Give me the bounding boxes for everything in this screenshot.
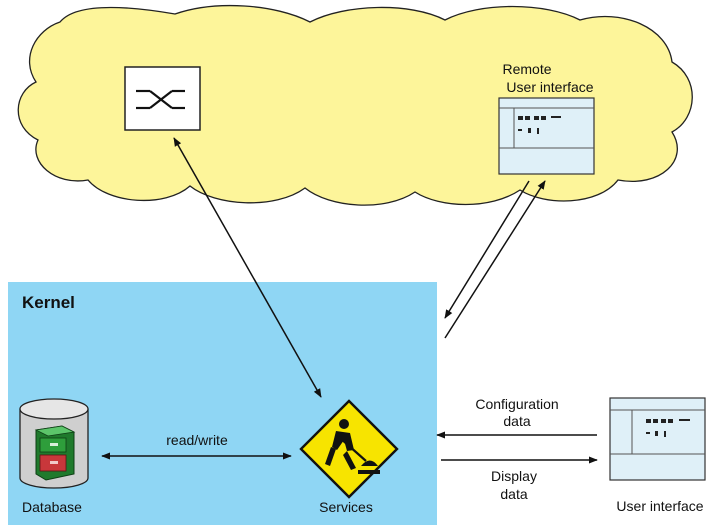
services-label: Services [319, 499, 373, 515]
remote-to-kernel-arrow [444, 180, 530, 319]
configuration-data-label-line2: data [503, 413, 530, 429]
database-label: Database [22, 499, 82, 515]
switch-services-arrow [173, 137, 322, 398]
database-cylinder-icon [19, 398, 89, 489]
switch-icon [124, 66, 201, 131]
user-interface-label: User interface [616, 498, 703, 514]
read-write-label: read/write [166, 432, 228, 448]
kernel-label: Kernel [22, 293, 75, 312]
kernel-to-remote-arrow [444, 180, 546, 339]
remote-label-line2: User interface [506, 79, 593, 95]
display-data-label-line2: data [500, 486, 527, 502]
local-user-interface-device [609, 397, 706, 481]
construction-worker-sign-icon [299, 399, 399, 499]
remote-label-line1: Remote [502, 61, 551, 77]
remote-user-interface-device [498, 97, 595, 175]
display-data-label-line1: Display [491, 468, 537, 484]
configuration-data-label-line1: Configuration [475, 396, 558, 412]
